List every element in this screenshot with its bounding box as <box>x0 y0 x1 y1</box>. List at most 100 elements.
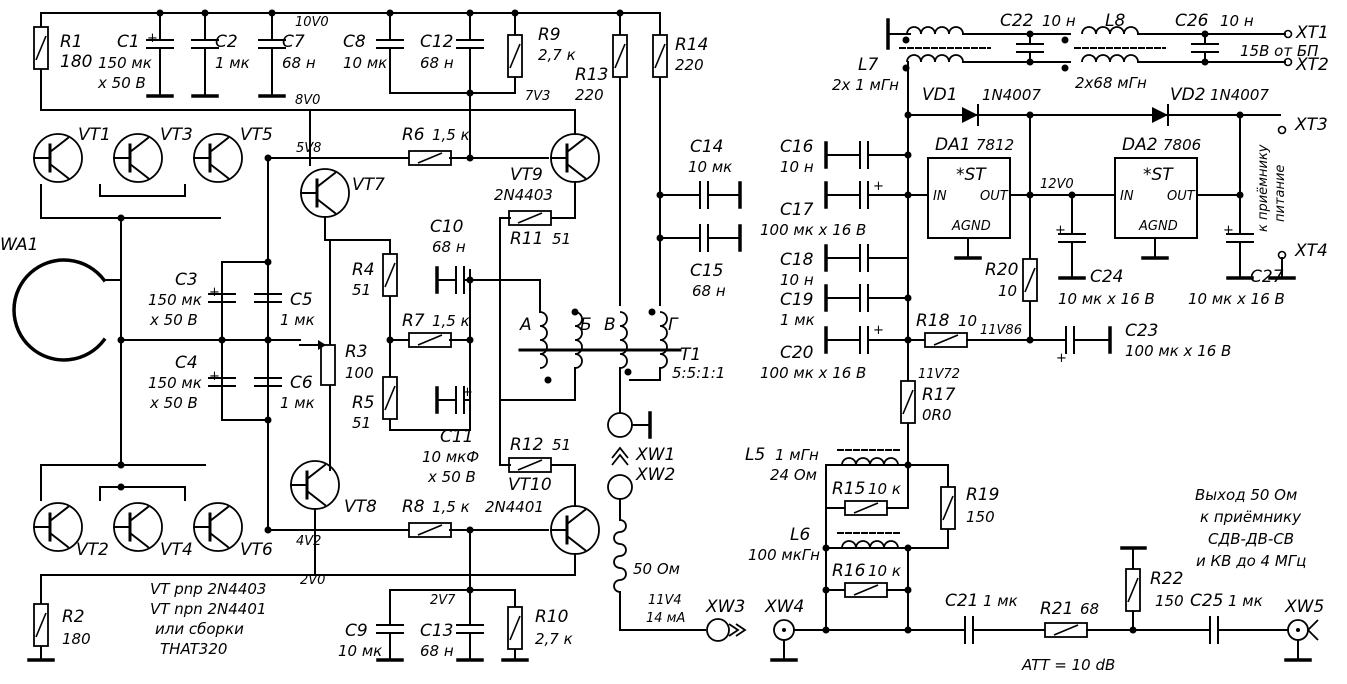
value-C2: 1 мк <box>215 54 250 72</box>
value-C12: 68 н <box>420 54 454 72</box>
value-C25: 1 мк <box>1228 592 1263 610</box>
label-R13: R13 <box>575 65 608 85</box>
label-C10: C10 <box>430 217 464 237</box>
value-C18: 10 н <box>780 271 814 289</box>
label-R8: R8 <box>402 497 425 517</box>
value2-C1: x 50 В <box>97 74 146 92</box>
label-XW2: XW2 <box>635 465 675 485</box>
label-R14: R14 <box>675 35 708 55</box>
value-R3: 100 <box>345 364 374 382</box>
label-C22: C22 <box>1000 11 1034 31</box>
value-C4: 150 мк <box>148 374 202 392</box>
label-R19: R19 <box>966 485 999 505</box>
label-R6: R6 <box>402 125 425 145</box>
attenuation-note: ATT = 10 dB <box>1021 656 1115 674</box>
label-R10: R10 <box>535 607 568 627</box>
label-XT4: XT4 <box>1294 241 1328 261</box>
node-11V4: 11V4 <box>648 593 682 608</box>
svg-text:+: + <box>209 285 220 300</box>
value2-C4: x 50 В <box>149 394 198 412</box>
svg-text:+: + <box>873 179 884 194</box>
svg-text:+: + <box>462 385 473 400</box>
value2-C11: x 50 В <box>427 468 476 486</box>
value-R17: 0R0 <box>922 406 952 424</box>
label-R20: R20 <box>985 260 1018 280</box>
value-C17: 100 мк x 16 В <box>760 221 866 239</box>
resistance-L5: 24 Ом <box>770 466 817 484</box>
value-C21: 1 мк <box>983 592 1018 610</box>
label-VT2: VT2 <box>76 540 109 560</box>
value-C22: 10 н <box>1042 12 1076 30</box>
svg-text:+: + <box>1056 351 1067 366</box>
label-R9: R9 <box>538 25 561 45</box>
value-C9: 10 мк <box>338 642 382 660</box>
value-C16: 10 н <box>780 158 814 176</box>
type-DA2: 7806 <box>1163 136 1201 154</box>
value-R8: 1,5 к <box>432 498 470 516</box>
value-L6: 100 мкГн <box>748 546 820 564</box>
label-R16: R16 <box>832 561 866 581</box>
value-L7: 2x 1 мГн <box>832 76 899 94</box>
label-VD1: VD1 <box>922 85 958 105</box>
value-C23: 100 мк x 16 В <box>1125 342 1231 360</box>
label-C21: C21 <box>945 591 979 611</box>
label-R15: R15 <box>832 479 865 499</box>
component-labels: WA1 R1 180 C1 150 мк x 50 В C2 1 мк C7 6… <box>0 11 1329 674</box>
label-C25: C25 <box>1190 591 1224 611</box>
value-T1: 5:5:1:1 <box>672 364 725 382</box>
power-section: + + + + + <box>706 18 1319 662</box>
node-11V86: 11V86 <box>980 323 1022 338</box>
type-VD1: 1N4007 <box>982 86 1041 104</box>
value-R21: 68 <box>1080 600 1099 618</box>
label-VT10: VT10 <box>508 475 552 495</box>
label-VT7: VT7 <box>352 175 385 195</box>
label-C16: C16 <box>780 137 814 157</box>
label-C6: C6 <box>290 373 313 393</box>
value-C7: 68 н <box>282 54 316 72</box>
label-R5: R5 <box>352 393 375 413</box>
label-VT5: VT5 <box>240 125 273 145</box>
label-C11: C11 <box>440 427 474 447</box>
label-L6: L6 <box>790 525 810 545</box>
label-C4: C4 <box>175 353 198 373</box>
value-R9: 2,7 к <box>538 46 576 64</box>
label-VT1: VT1 <box>78 125 111 145</box>
label-VT3: VT3 <box>160 125 193 145</box>
winding-G: Г <box>668 315 679 335</box>
label-R3: R3 <box>345 342 368 362</box>
value-C14: 10 мк <box>688 158 732 176</box>
winding-A: А <box>519 315 532 335</box>
pin-agnd-DA1: AGND <box>951 219 991 234</box>
node-2V0: 2V0 <box>300 573 325 588</box>
value-L8: 2x68 мГн <box>1075 74 1147 92</box>
st-DA1: *ST <box>956 165 987 185</box>
value-R20: 10 <box>998 282 1017 300</box>
value-R14: 220 <box>675 56 704 74</box>
label-C7: C7 <box>282 32 305 52</box>
value-C6: 1 мк <box>280 394 315 412</box>
receiver-supply-2: питание <box>1273 165 1288 222</box>
label-XW5: XW5 <box>1284 597 1324 617</box>
label-C19: C19 <box>780 290 814 310</box>
label-XT3: XT3 <box>1294 115 1328 135</box>
label-C20: C20 <box>780 343 814 363</box>
value-C27: 10 мк x 16 В <box>1188 290 1285 308</box>
label-VT4: VT4 <box>160 540 193 560</box>
label-C15: C15 <box>690 261 724 281</box>
label-R1: R1 <box>60 32 83 52</box>
svg-text:+: + <box>209 369 220 384</box>
current-14mA: 14 мА <box>646 611 685 626</box>
label-VT8: VT8 <box>344 497 377 517</box>
label-L8: L8 <box>1105 11 1125 31</box>
node-10V0: 10V0 <box>295 15 329 30</box>
label-R4: R4 <box>352 260 375 280</box>
type-VT10: 2N4401 <box>485 498 544 516</box>
label-R12: R12 <box>510 435 543 455</box>
value-R22: 150 <box>1155 592 1184 610</box>
svg-text:+: + <box>147 31 158 46</box>
output-note-3: СДВ-ДВ-СВ <box>1208 530 1294 548</box>
label-XW4: XW4 <box>764 597 804 617</box>
value-R19: 150 <box>966 508 995 526</box>
value-C10: 68 н <box>432 238 466 256</box>
